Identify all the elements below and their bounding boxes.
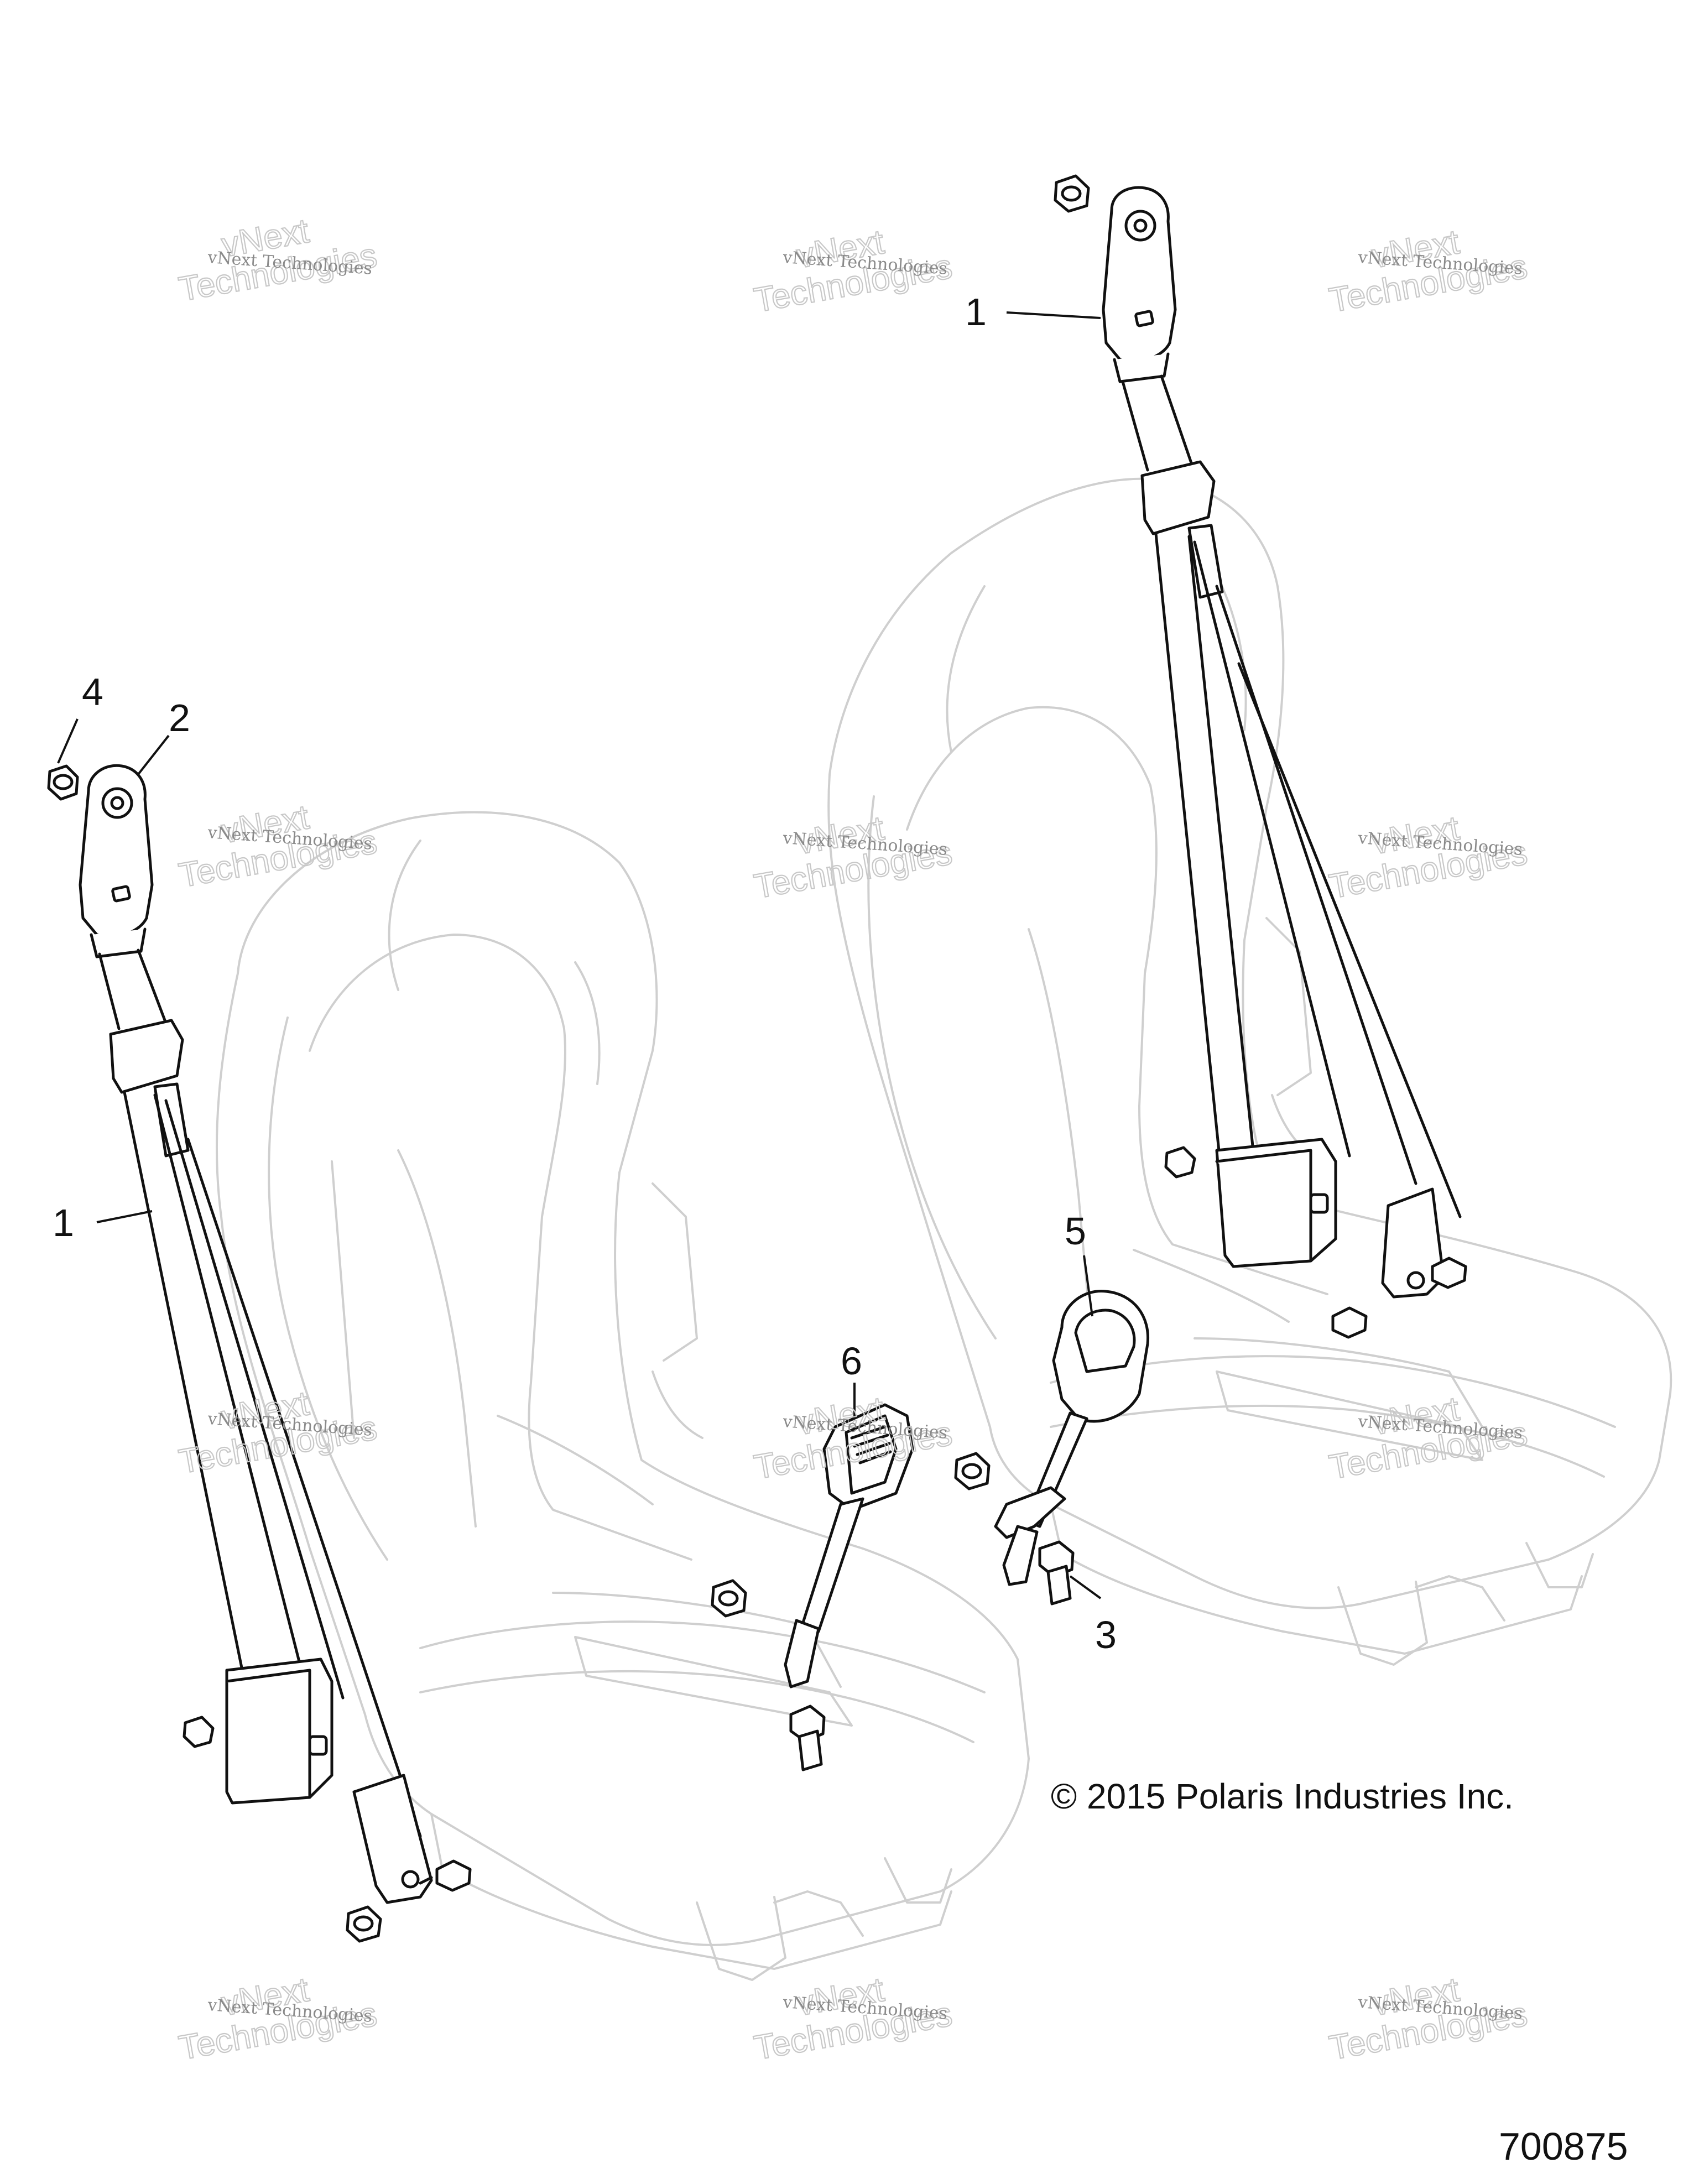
buckle-assembly-left (711, 1403, 914, 1771)
callout-1-left: 1 (53, 1201, 74, 1244)
buckle-assembly-right (954, 1289, 1150, 1606)
callout-5: 5 (1065, 1210, 1086, 1253)
left-seat-belt-assembly (47, 764, 472, 1943)
right-seat-belt-assembly (1054, 174, 1467, 1339)
callout-4: 4 (82, 670, 103, 713)
callout-leaders (57, 311, 1102, 1599)
callout-3: 3 (1095, 1613, 1117, 1656)
diagram-part-number: 700875 (1499, 2125, 1628, 2168)
callout-2: 2 (169, 696, 190, 739)
callout-1-right: 1 (965, 290, 987, 333)
left-seat-outline (215, 811, 1030, 1981)
watermark-grid: vNext Technologies vNext Technologies vN… (175, 211, 1531, 2068)
right-seat-outline (827, 477, 1672, 1666)
copyright-text: © 2015 Polaris Industries Inc. (1051, 1776, 1514, 1816)
callout-6: 6 (841, 1339, 862, 1383)
